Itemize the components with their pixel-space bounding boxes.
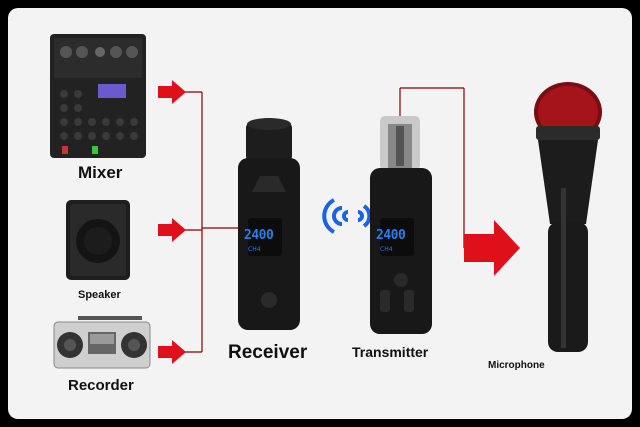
- speaker-label: Speaker: [78, 289, 121, 301]
- speaker-image: [66, 200, 130, 280]
- receiver-display-sub: CH4: [248, 246, 261, 253]
- microphone-label: Microphone: [488, 360, 545, 371]
- transmitter-display-sub: CH4: [380, 246, 393, 253]
- transmitter-device: [370, 116, 432, 334]
- diagram-graphics: [8, 8, 632, 419]
- arrow-to-microphone: [464, 220, 520, 276]
- mixer-label: Mixer: [78, 163, 122, 183]
- transmitter-label: Transmitter: [352, 344, 428, 360]
- recorder-image: [54, 316, 150, 368]
- arrow-to-mixer: [158, 80, 186, 104]
- receiver-label: Receiver: [228, 342, 307, 364]
- arrow-to-recorder: [158, 340, 186, 364]
- wifi-icon: [324, 200, 369, 232]
- receiver-device: [238, 118, 300, 330]
- mixer-image: [50, 34, 146, 158]
- microphone-image: [534, 82, 602, 352]
- arrow-to-speaker: [158, 218, 186, 242]
- diagram-panel: 2400 CH4 2400 CH4 Mixer Speaker Recorder…: [8, 8, 632, 419]
- recorder-label: Recorder: [68, 377, 134, 394]
- receiver-display-value: 2400: [244, 228, 278, 243]
- transmitter-display-value: 2400: [376, 228, 410, 243]
